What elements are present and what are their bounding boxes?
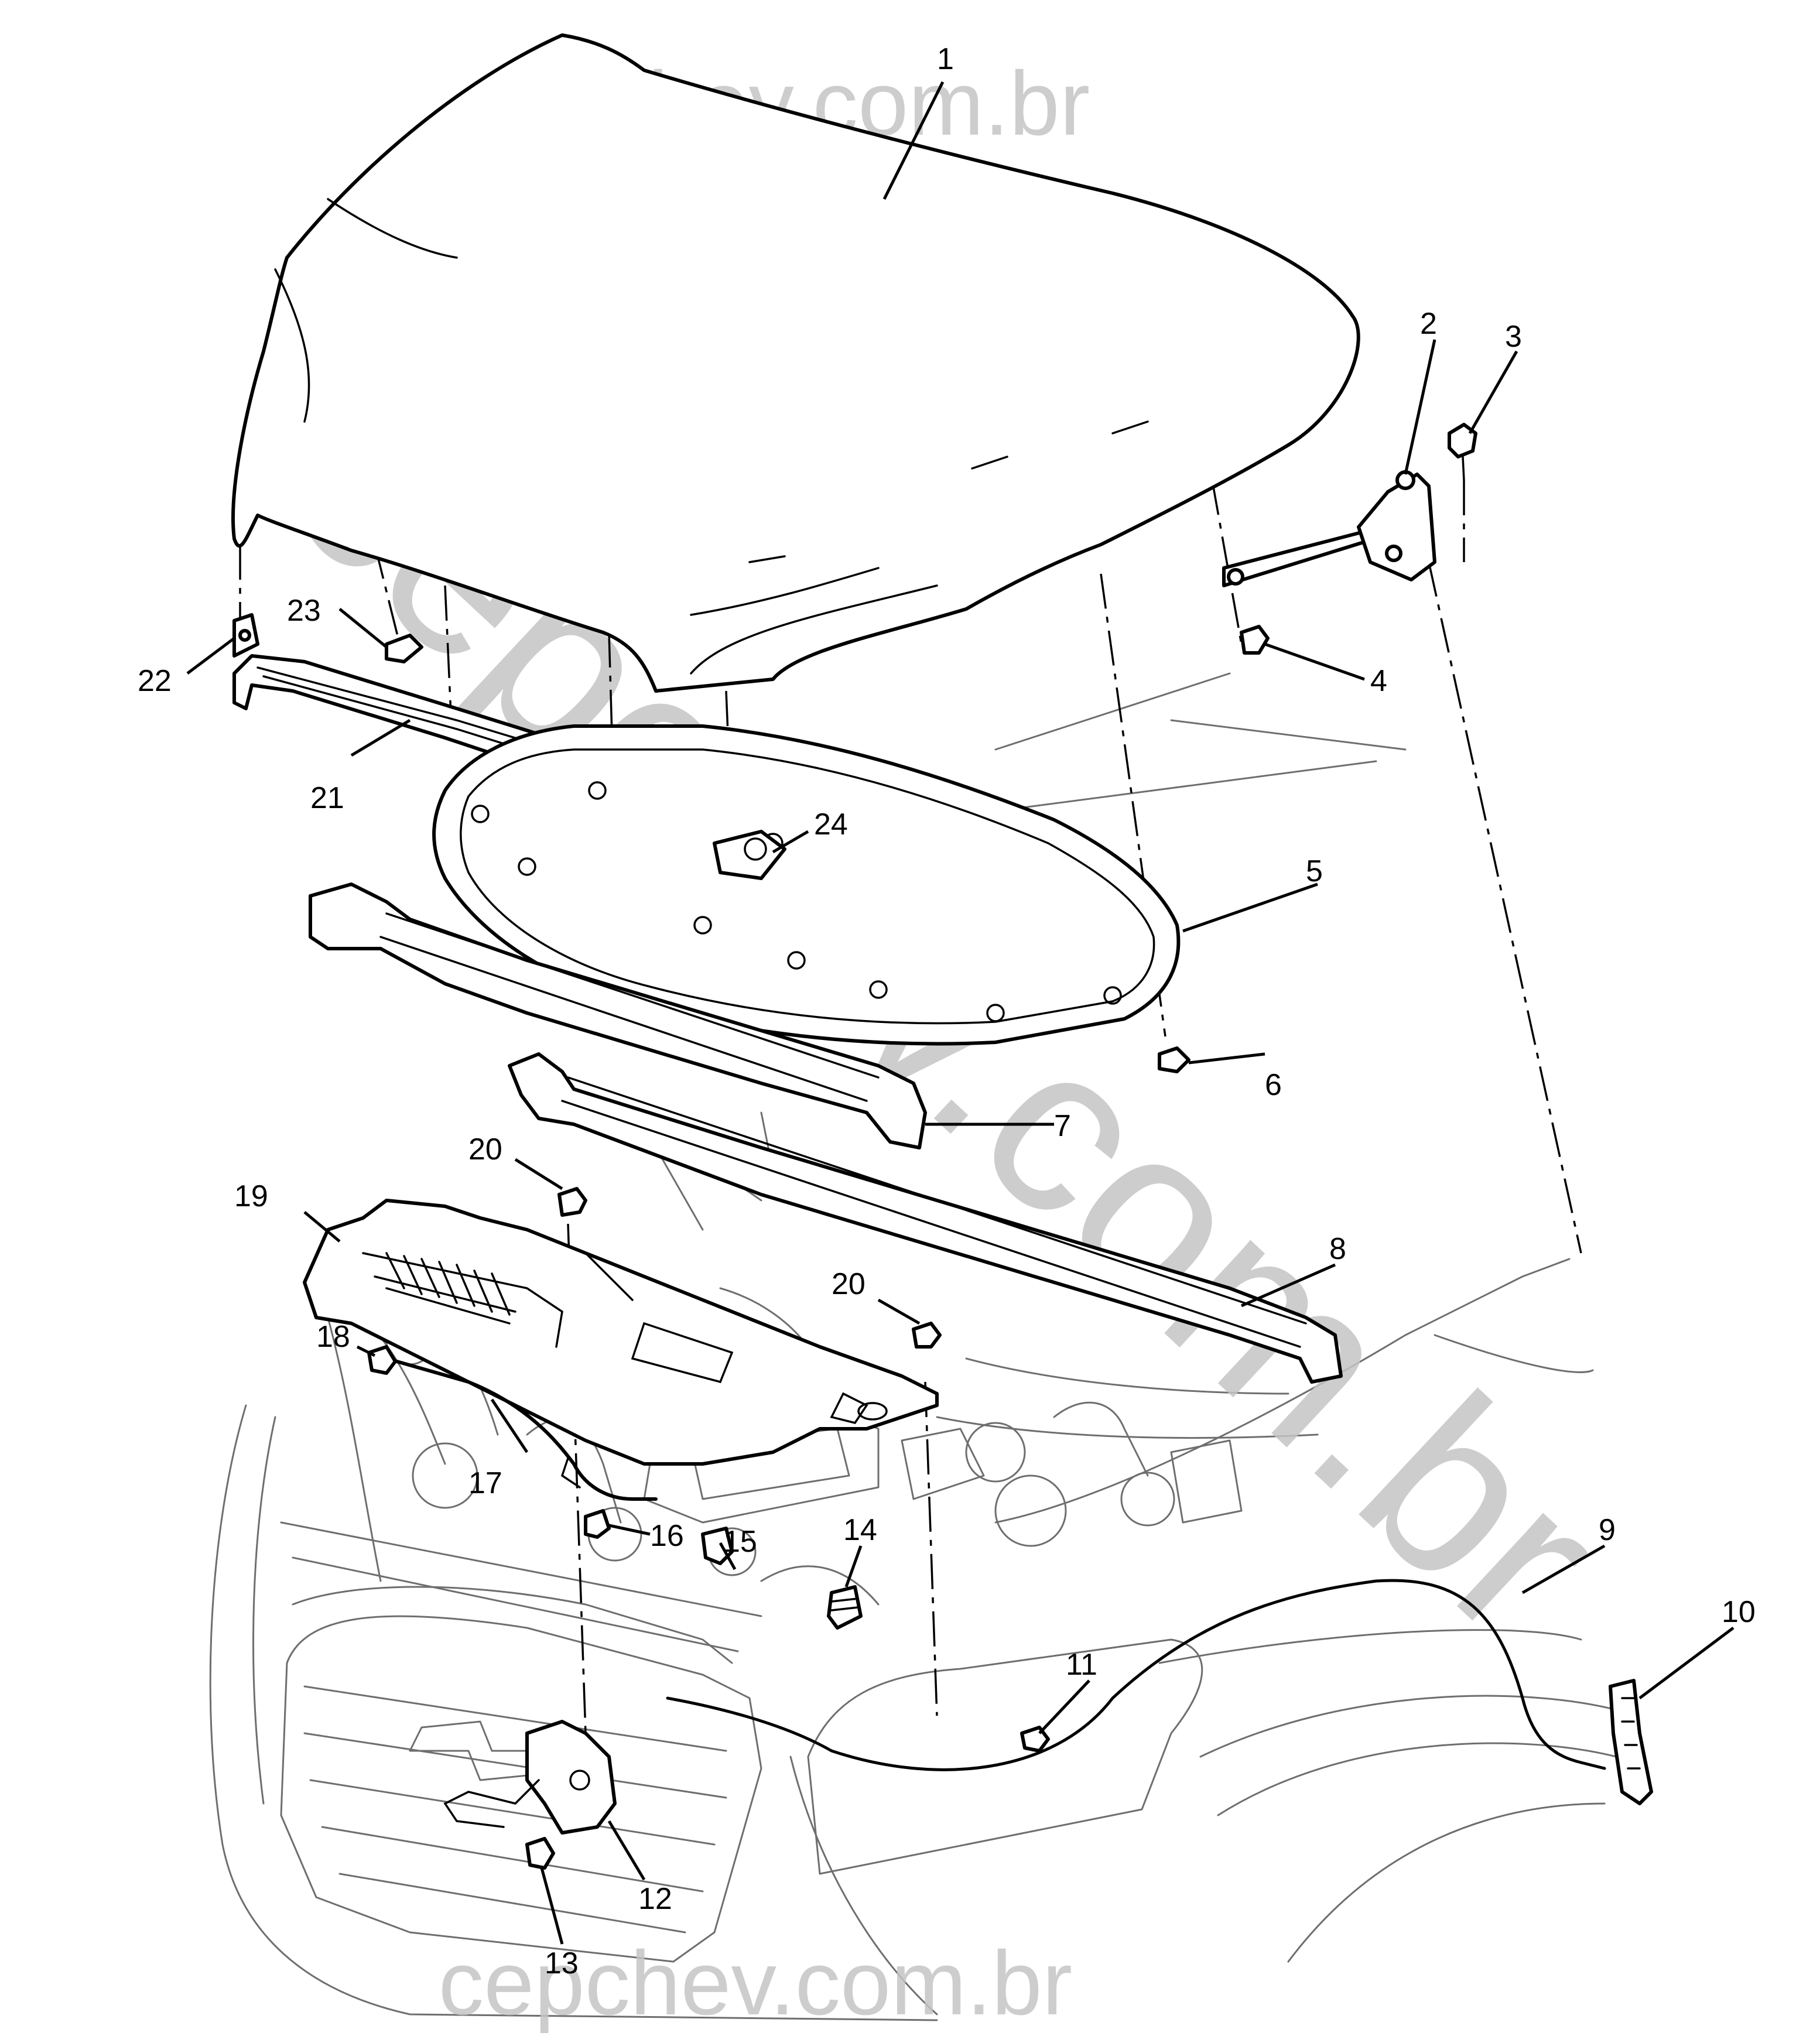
callout-hinge-nut: 4 [1370, 664, 1387, 698]
callout-adjuster-bumper: 14 [843, 1513, 877, 1547]
callout-latch-bolt: 13 [545, 1946, 579, 1980]
callout-primary-latch: 12 [638, 1882, 672, 1916]
grille-vent-slats [385, 1252, 511, 1316]
hood-bumper-bracket [232, 613, 259, 658]
hood-adjuster-bumper [827, 1585, 863, 1630]
support-rod-grommet [367, 1345, 397, 1375]
hood-release-cable [666, 1579, 1606, 1771]
air-deflector [309, 882, 927, 1149]
callout-support-rod: 17 [468, 1466, 502, 1500]
support-rod-clip [584, 1509, 611, 1539]
callout-support-rod-clip: 16 [650, 1519, 684, 1553]
callout-cable-clip: 11 [1066, 1648, 1097, 1682]
hood-support-rod [385, 1357, 658, 1501]
callout-rear-bumper: 15 [723, 1525, 757, 1559]
callout-hood-bumper-bracket: 22 [138, 664, 172, 698]
hinge-nut [1240, 625, 1270, 655]
hood-hinge [1222, 470, 1436, 587]
callout-rear-weatherstrip: 8 [1329, 1232, 1346, 1266]
hood-rear-weatherstrip [508, 1052, 1343, 1384]
air-inlet-grille-panel [303, 1199, 939, 1466]
callout-air-deflector: 7 [1054, 1109, 1071, 1143]
hood-release-handle [1609, 1679, 1653, 1805]
callout-hood-hinge: 2 [1420, 307, 1437, 341]
cable-clip [1020, 1726, 1050, 1753]
callout-support-rod-grommet: 18 [316, 1320, 350, 1354]
latch-bolt [525, 1837, 555, 1870]
hood-latch-striker [713, 830, 786, 880]
hood-panel [231, 33, 1360, 693]
callout-hood: 1 [937, 42, 954, 76]
callout-hood-retainer: 23 [287, 594, 321, 628]
insulator-retainer [1158, 1046, 1190, 1073]
leader-lines [186, 81, 1735, 1945]
grille-panel-fastener [557, 1187, 942, 1349]
callout-air-inlet-grille: 19 [234, 1179, 268, 1213]
callout-insulator-retainer: 6 [1265, 1068, 1282, 1102]
callout-labels: 1 2 3 4 5 6 7 8 9 10 11 12 13 14 15 16 1… [138, 42, 1756, 1980]
callout-latch-striker: 24 [814, 807, 848, 841]
callout-front-weatherstrip: 21 [310, 781, 344, 815]
hood-primary-latch [443, 1720, 617, 1835]
watermark-bottom: cepchev.com.br [439, 1932, 1073, 2033]
callout-release-handle: 10 [1722, 1595, 1756, 1629]
callout-release-cable: 9 [1599, 1513, 1616, 1547]
callout-hinge-bolt: 3 [1505, 320, 1522, 354]
hood-rear-bumper [701, 1527, 734, 1565]
callout-grille-fastener-left: 20 [468, 1132, 502, 1166]
hood-retainer-clip [385, 634, 423, 663]
callout-grille-fastener-right: 20 [832, 1267, 865, 1301]
callout-hood-insulator: 5 [1306, 854, 1323, 888]
